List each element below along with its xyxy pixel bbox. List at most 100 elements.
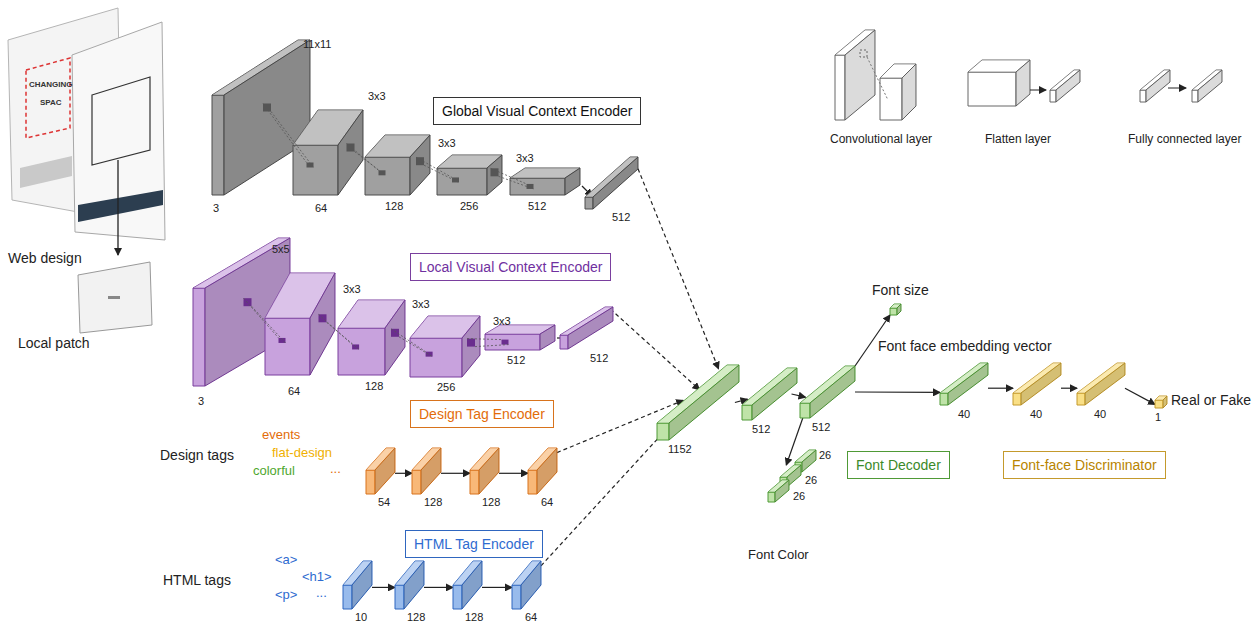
face-shade <box>375 448 395 494</box>
label: flat-design <box>272 446 332 461</box>
layer-prism <box>1077 363 1125 405</box>
face-shade <box>568 307 613 349</box>
projection-line <box>467 339 502 340</box>
encoder-title-box: Design Tag Encoder <box>410 400 554 428</box>
label: 256 <box>460 200 478 213</box>
layer-block: 54 <box>366 448 395 494</box>
connector <box>635 162 718 369</box>
layer-prism <box>470 448 499 494</box>
layer-face <box>462 561 482 609</box>
layer-face <box>835 55 845 120</box>
layer-face <box>487 155 502 195</box>
encoder-title-box: Local Visual Context Encoder <box>410 253 611 281</box>
layer-face <box>338 110 363 195</box>
layer-prism <box>1013 363 1061 405</box>
legend-arrow <box>1030 90 1046 91</box>
layer-face <box>1050 90 1056 102</box>
output-label: Real or Fake <box>1171 392 1251 408</box>
layer-block: 128 <box>470 448 499 494</box>
text-region <box>26 58 70 138</box>
layer-size: 40 <box>1030 408 1042 421</box>
layer-prism <box>512 561 541 609</box>
layer-block: 10 <box>343 561 372 609</box>
layer-face <box>462 316 480 377</box>
kernel <box>491 168 499 176</box>
face-shade <box>752 368 797 420</box>
connector <box>610 309 699 390</box>
face-shade <box>462 561 482 609</box>
layer-block: 40 <box>1077 363 1125 405</box>
layer-face <box>1198 70 1222 102</box>
projection-line <box>327 322 360 349</box>
encoder-title-box: HTML Tag Encoder <box>405 530 543 558</box>
layer-block: 512 <box>560 307 613 349</box>
layer-size: 512 <box>590 352 608 365</box>
projection-line <box>424 165 459 182</box>
layer-size: 64 <box>541 496 553 509</box>
label: Font Color <box>748 548 809 563</box>
projection-line <box>416 157 452 177</box>
face-shade <box>404 561 424 609</box>
box-title: Font Decoder <box>856 457 941 473</box>
face-shade <box>540 325 555 350</box>
face-shade <box>948 363 988 405</box>
label: SPAC <box>40 98 62 107</box>
layer-face <box>897 304 901 315</box>
layer-face <box>657 423 669 440</box>
layer-face <box>593 157 638 209</box>
layer-block: 64 <box>528 448 557 494</box>
layer-prism <box>768 480 789 502</box>
projection-line <box>319 314 353 344</box>
layer-face <box>410 135 430 195</box>
face-shade <box>897 304 901 315</box>
layer-block: 26 <box>768 480 789 502</box>
label: 256 <box>437 381 455 394</box>
layer-prism <box>453 561 482 609</box>
layer-size: 512 <box>752 423 770 436</box>
face-shade <box>487 155 502 195</box>
layer-face <box>366 470 375 494</box>
layer-prism <box>585 157 638 209</box>
layer-size: 26 <box>793 490 805 503</box>
connector <box>372 587 395 588</box>
face-shade <box>810 366 855 418</box>
layer-face <box>212 95 224 195</box>
layer-face <box>1013 393 1021 405</box>
layer-face <box>800 403 810 418</box>
layer-face <box>845 30 875 120</box>
face-shade <box>385 300 405 375</box>
connector <box>1125 388 1155 404</box>
label: CHANGING <box>29 80 73 89</box>
layer-size: 40 <box>1094 408 1106 421</box>
label: <h1> <box>302 570 332 585</box>
layer-block: 40 <box>1013 363 1061 405</box>
layer-face <box>1155 400 1163 408</box>
layer-face <box>585 197 593 209</box>
layer-face <box>412 470 421 494</box>
layer-face <box>768 492 775 502</box>
layer-size: 54 <box>378 496 390 509</box>
face-shade <box>1021 363 1061 405</box>
layer-face <box>890 308 897 315</box>
layer-face <box>565 168 580 195</box>
projection-line <box>499 176 534 189</box>
legend-text: Flatten layer <box>985 133 1051 147</box>
layer-face <box>437 168 487 195</box>
layer-face <box>802 450 816 472</box>
face-shade <box>421 448 441 494</box>
layer-block: Font face embedding vector40 <box>940 363 988 405</box>
label: 11x11 <box>303 38 331 51</box>
label: 3x3 <box>493 315 511 328</box>
layer-face <box>1016 60 1030 106</box>
face-shade <box>845 30 875 120</box>
face-shade <box>669 365 739 440</box>
layer-prism <box>395 561 424 609</box>
layer-face <box>528 470 537 494</box>
layer-face <box>902 64 916 120</box>
layer-face <box>1021 363 1061 405</box>
face-shade <box>410 135 430 195</box>
layer-face <box>485 334 540 350</box>
layer-face <box>395 585 404 609</box>
layer-face <box>752 368 797 420</box>
